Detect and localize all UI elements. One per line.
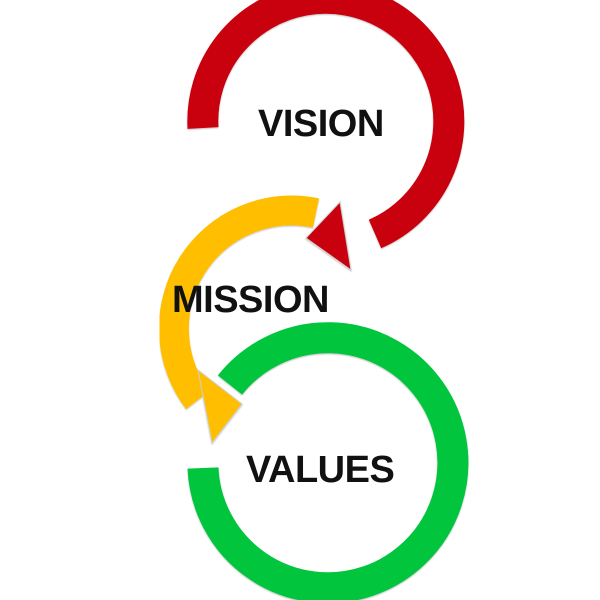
values-ring-arc bbox=[187, 322, 469, 600]
values-label: VALUES bbox=[246, 449, 394, 491]
vision-ring-arc bbox=[187, 0, 465, 249]
mission-ring-arc bbox=[158, 195, 320, 410]
vision-ring-arrowhead bbox=[305, 200, 352, 272]
mission-ring-arrowhead bbox=[197, 368, 243, 445]
mission-ring bbox=[158, 195, 320, 445]
values-ring bbox=[187, 322, 469, 600]
vision-label: VISION bbox=[258, 103, 384, 145]
vision-ring bbox=[187, 0, 465, 272]
mission-label: MISSION bbox=[172, 279, 329, 321]
